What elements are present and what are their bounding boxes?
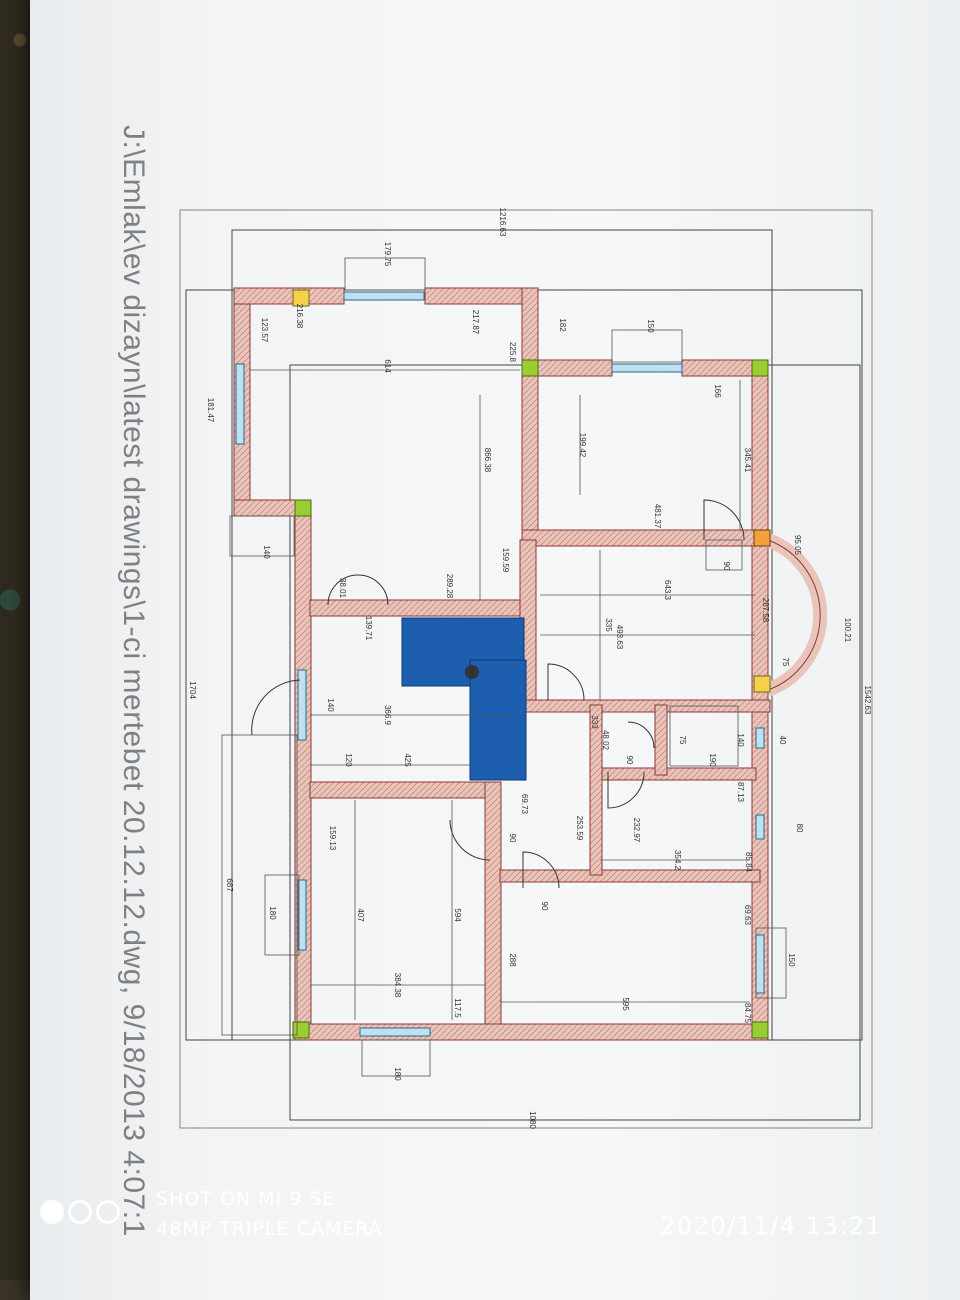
dimension-label: 366.9 bbox=[383, 705, 392, 726]
dimension-label: 425 bbox=[403, 753, 412, 767]
wall bbox=[309, 599, 536, 617]
dimension-label: 120 bbox=[344, 753, 353, 767]
dimension-label: 80 bbox=[795, 824, 804, 833]
dimension-label: 90 bbox=[508, 834, 517, 843]
dimension-label: 90 bbox=[722, 562, 731, 571]
window bbox=[359, 1027, 431, 1037]
dimension-label: 614 bbox=[383, 359, 392, 373]
dimension-label: 48.02 bbox=[601, 730, 610, 751]
window bbox=[755, 814, 765, 840]
dimension-label: 90 bbox=[625, 756, 634, 765]
wall bbox=[499, 869, 761, 883]
dimension-label: 166 bbox=[713, 384, 722, 398]
bay-wall bbox=[765, 533, 828, 697]
dimension-label: 75 bbox=[678, 736, 687, 745]
dimension-label: 40 bbox=[778, 736, 787, 745]
dimension-label: 1542.63 bbox=[863, 686, 872, 715]
window bbox=[235, 363, 245, 445]
wall bbox=[521, 287, 539, 539]
photo-timestamp: 2020/11/4 13:21 bbox=[660, 1212, 883, 1240]
dimension-label: 384.38 bbox=[393, 973, 402, 998]
dimension-label: 595 bbox=[621, 997, 630, 1011]
dimension-label: 287.58 bbox=[761, 598, 770, 623]
dimension-label: 407 bbox=[356, 908, 365, 922]
dimension-label: 87.13 bbox=[736, 782, 745, 803]
dimension-label: 643.3 bbox=[663, 580, 672, 601]
dimension-label: 687 bbox=[225, 878, 234, 892]
dimension-label: 345.41 bbox=[743, 448, 752, 473]
dimension-label: 217.87 bbox=[471, 310, 480, 335]
window bbox=[755, 934, 765, 994]
dimension-label: 335 bbox=[604, 618, 613, 632]
dimension-label: 493.63 bbox=[615, 625, 624, 650]
dimension-label: 216.38 bbox=[295, 304, 304, 329]
window bbox=[297, 879, 307, 951]
dimension-label: 159.59 bbox=[501, 548, 510, 573]
dimension-label: 179.75 bbox=[383, 242, 392, 267]
dimension-label: 199.42 bbox=[578, 433, 587, 458]
outer-dim-box bbox=[289, 364, 861, 1121]
dimension-label: 69.73 bbox=[520, 794, 529, 815]
wall bbox=[233, 287, 345, 305]
dimension-label: 75 bbox=[781, 658, 790, 667]
dimension-label: 1704 bbox=[188, 681, 197, 699]
dimension-label: 225.8 bbox=[508, 342, 517, 363]
wall bbox=[654, 704, 668, 776]
wall bbox=[521, 529, 769, 547]
dimension-label: 95.05 bbox=[793, 535, 802, 556]
dimension-label: 159.13 bbox=[328, 826, 337, 851]
dimension-label: 150 bbox=[787, 953, 796, 967]
dimension-label: 594 bbox=[453, 908, 462, 922]
dimension-label: 90 bbox=[540, 902, 549, 911]
wall bbox=[595, 767, 757, 781]
dimension-label: 866.38 bbox=[483, 448, 492, 473]
dimension-label: 190 bbox=[708, 753, 717, 767]
dimension-label: 38.01 bbox=[338, 578, 347, 599]
dimension-label: 333 bbox=[590, 715, 599, 729]
window bbox=[755, 727, 765, 749]
camera-lens-icon bbox=[40, 1200, 150, 1230]
staircase bbox=[401, 617, 527, 781]
wall bbox=[309, 781, 501, 799]
window bbox=[611, 363, 683, 373]
dimension-label: 180 bbox=[393, 1067, 402, 1081]
wall bbox=[589, 704, 603, 876]
dimension-label: 84.75 bbox=[743, 1003, 752, 1024]
dimension-label: 85.84 bbox=[744, 852, 753, 873]
bay-wall-outline bbox=[767, 539, 821, 691]
dimension-label: 139.71 bbox=[364, 616, 373, 641]
dimension-label: 182 bbox=[558, 318, 567, 332]
dimension-label: 1080 bbox=[528, 1111, 537, 1129]
window bbox=[297, 669, 307, 741]
dimension-label: 1216.63 bbox=[498, 208, 507, 237]
door-swings bbox=[251, 499, 745, 889]
wall bbox=[424, 287, 538, 305]
wall bbox=[484, 781, 502, 1041]
dimension-label: 289.28 bbox=[445, 574, 454, 599]
windows bbox=[235, 291, 765, 1037]
sheet-frame bbox=[179, 209, 873, 1129]
dimension-label: 354.2 bbox=[673, 850, 682, 871]
dimension-label: 123.57 bbox=[260, 318, 269, 343]
dimension-label: 481.37 bbox=[653, 504, 662, 529]
watermark-line2: 48MP TRIPLE CAMERA bbox=[156, 1218, 383, 1240]
dimension-label: 232.97 bbox=[632, 818, 641, 843]
dimension-label: 140 bbox=[736, 733, 745, 747]
dimension-label: 100.21 bbox=[843, 618, 852, 643]
dimension-label: 69.63 bbox=[743, 905, 752, 926]
interior-lines bbox=[221, 257, 787, 1077]
dimension-label: 140 bbox=[262, 545, 271, 559]
dimension-label: 117.5 bbox=[453, 998, 462, 1018]
dimension-label: 140 bbox=[326, 698, 335, 712]
dimension-label: 288 bbox=[508, 953, 517, 967]
dimension-label: 150 bbox=[646, 319, 655, 333]
window bbox=[343, 291, 425, 301]
dimension-label: 253.59 bbox=[575, 816, 584, 841]
dimension-labels: 1216.63 179.75 216.38 217.87 182 150 123.57 225… bbox=[188, 208, 872, 1130]
watermark-line1: SHOT ON MI 9 SE bbox=[156, 1188, 336, 1210]
dimension-label: 181.47 bbox=[206, 398, 215, 423]
dimension-label: 180 bbox=[268, 906, 277, 920]
